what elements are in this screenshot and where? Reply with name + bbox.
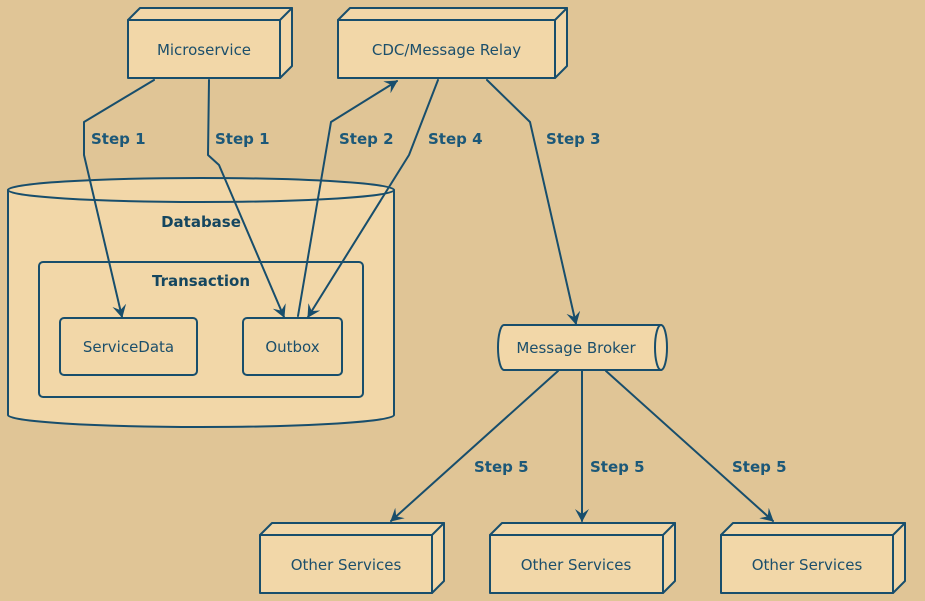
edge-broker-other-1[interactable] (390, 370, 559, 522)
edge-label-step3: Step 3 (546, 130, 601, 148)
edge-label-step4: Step 4 (428, 130, 483, 148)
edge-label-step2: Step 2 (339, 130, 394, 148)
edge-cdc-broker[interactable] (486, 79, 581, 325)
edge-label-step5-b: Step 5 (590, 458, 645, 476)
edge-cdc-outbox[interactable] (307, 79, 439, 318)
microservice-label: Microservice (157, 41, 251, 59)
edge-broker-other-3[interactable] (605, 370, 774, 522)
microservice-node[interactable]: Microservice (127, 7, 293, 79)
message-broker-label: Message Broker (516, 339, 636, 357)
edge-microservice-outbox[interactable] (207, 79, 286, 318)
service-data-node[interactable]: ServiceData (59, 317, 198, 376)
edge-label-step1-b: Step 1 (215, 130, 270, 148)
other-services-node-1[interactable]: Other Services (259, 522, 445, 594)
edge-label-step5-c: Step 5 (732, 458, 787, 476)
message-broker-node[interactable]: Message Broker (497, 324, 668, 371)
other-services-label-3: Other Services (752, 556, 863, 574)
edge-microservice-servicedata[interactable] (83, 79, 155, 318)
service-data-label: ServiceData (83, 338, 174, 356)
edge-label-step5-a: Step 5 (474, 458, 529, 476)
edge-label-step1-a: Step 1 (91, 130, 146, 148)
outbox-node[interactable]: Outbox (242, 317, 343, 376)
other-services-label-2: Other Services (521, 556, 632, 574)
transaction-label: Transaction (152, 272, 250, 290)
cdc-relay-node[interactable]: CDC/Message Relay (337, 7, 568, 79)
other-services-node-2[interactable]: Other Services (489, 522, 676, 594)
edge-outbox-cdc[interactable] (297, 80, 398, 317)
other-services-node-3[interactable]: Other Services (720, 522, 906, 594)
cdc-relay-label: CDC/Message Relay (372, 41, 521, 59)
database-label: Database (161, 213, 241, 231)
outbox-label: Outbox (265, 338, 319, 356)
other-services-label-1: Other Services (291, 556, 402, 574)
